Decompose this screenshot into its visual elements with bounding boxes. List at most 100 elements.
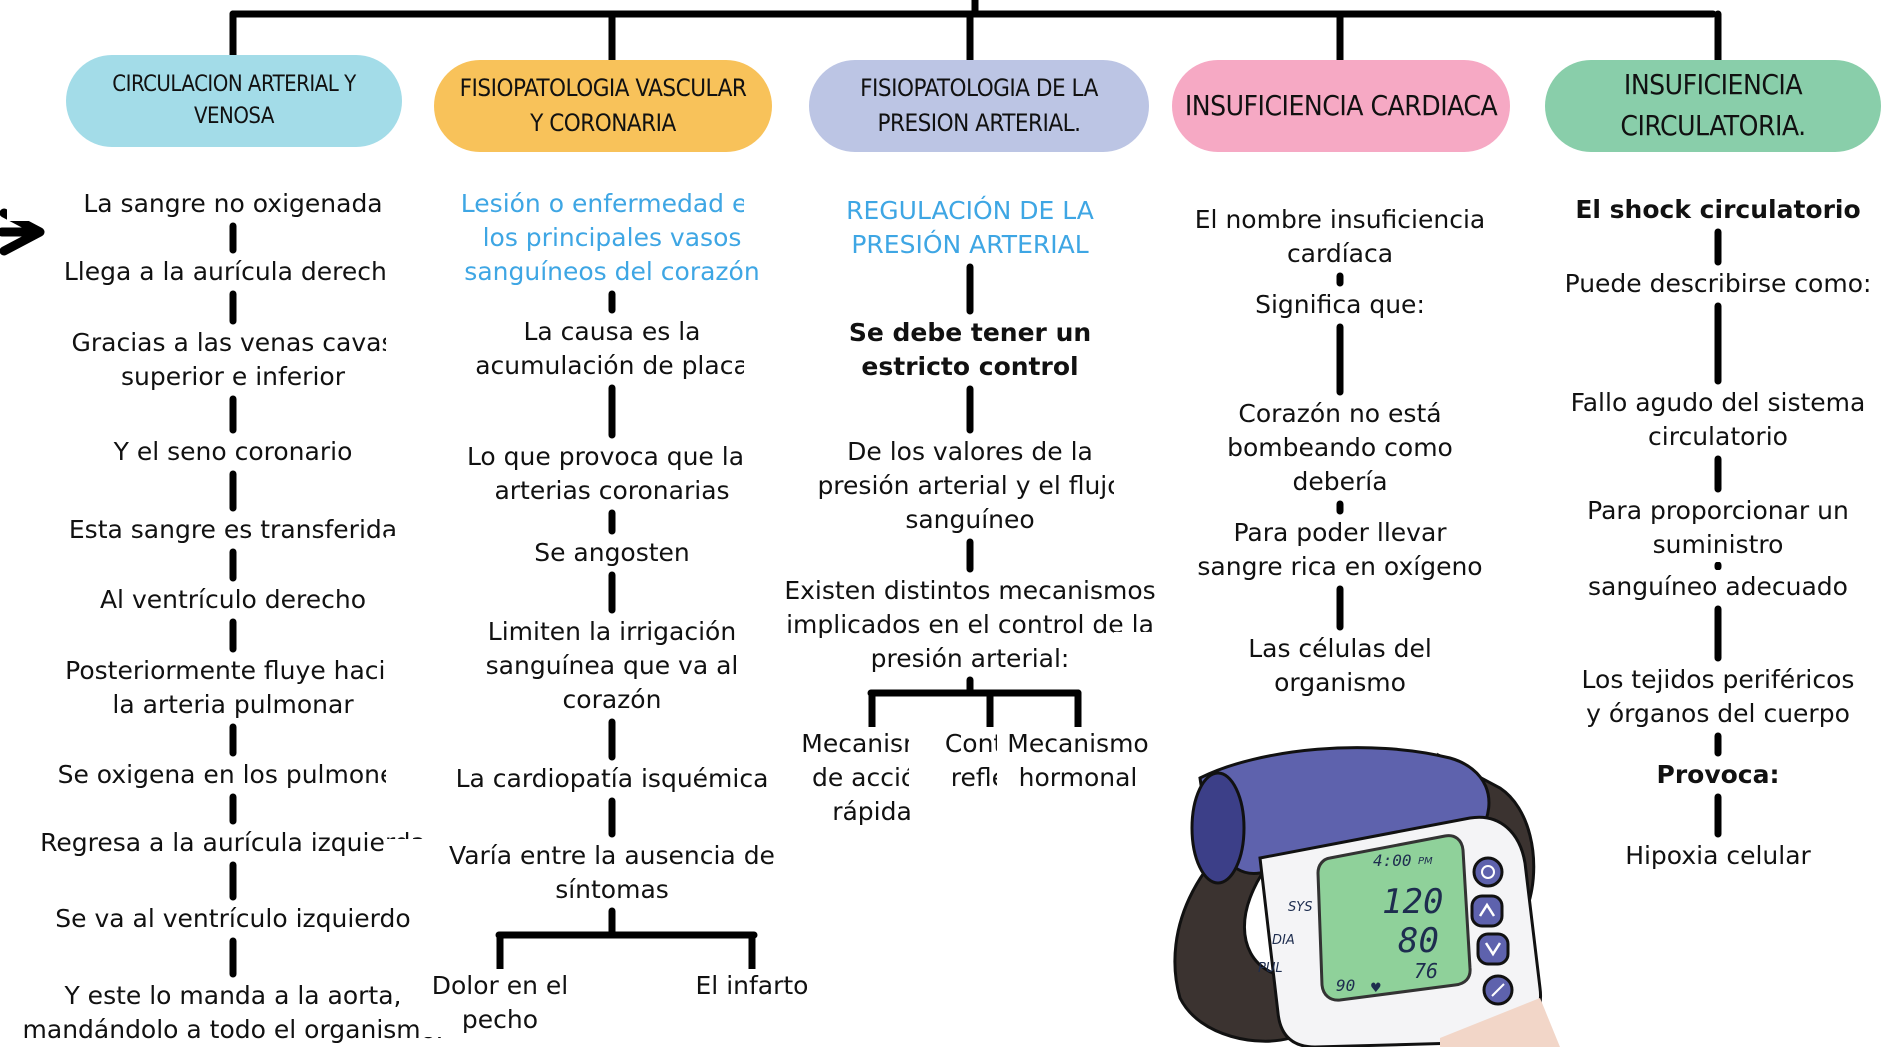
concept-node-line: El shock circulatorio	[1575, 195, 1861, 224]
concept-node-line: Al ventrículo derecho	[99, 585, 367, 614]
ampm-readout: PM	[1418, 856, 1433, 867]
branch-node-line: Dolor en el	[431, 971, 569, 1000]
dia-value: 80	[1398, 921, 1439, 961]
concept-node-line: La cardiopatía isquémica	[455, 764, 769, 793]
concept-node-line: estricto control	[861, 352, 1079, 381]
concept-node-line: Lesión o enfermedad en	[460, 189, 764, 218]
power-icon	[1472, 856, 1504, 888]
blood-pressure-monitor: 4:00 PM SYS DIA PUL 120 80 76 90 ♥	[1173, 746, 1560, 1047]
concept-node-line: Esta sangre es transferida	[68, 515, 398, 544]
pul-label: PUL	[1258, 961, 1283, 976]
branch-node-line: rápida	[832, 797, 912, 826]
concept-node-line: Se debe tener un	[848, 318, 1092, 347]
concept-node: Puede describirse como:	[1492, 267, 1884, 301]
concept-node-line: presión arterial:	[870, 644, 1070, 673]
column-header-line: INSUFICIENCIA	[1623, 68, 1803, 102]
concept-node-line: los principales vasos	[482, 223, 742, 252]
concept-node: Se debe tener un estricto control	[744, 316, 1196, 384]
branch-node-line: hormonal	[1018, 763, 1138, 792]
concept-node-line: Llega a la aurícula derecha	[63, 257, 403, 286]
concept-node-line: Los tejidos periféricos	[1581, 665, 1855, 694]
concept-node: Regresa a la aurícula izquierda	[7, 826, 459, 860]
column-header-line: PRESION ARTERIAL.	[877, 109, 1081, 137]
concept-node: Esta sangre es transferida	[7, 513, 459, 547]
concept-node: La sangre no oxigenada	[7, 187, 459, 221]
concept-node-line: bombeando como	[1227, 433, 1453, 462]
up-arrow-icon	[1470, 894, 1504, 928]
concept-node: Posteriormente fluye hacia la arteria pul…	[7, 654, 459, 722]
concept-node-line: Para proporcionar un	[1587, 496, 1849, 525]
concept-node: Provoca:	[1492, 758, 1884, 792]
concept-node-line: El nombre insuficiencia	[1194, 205, 1486, 234]
concept-node-line: De los valores de la	[847, 437, 1093, 466]
concept-node: Se oxigena en los pulmones	[7, 758, 459, 792]
concept-node-line: Se va al ventrículo izquierdo	[55, 904, 411, 933]
concept-node-line: La sangre no oxigenada	[83, 189, 383, 218]
concept-node-line: mandándolo a todo el organismo.	[22, 1015, 444, 1044]
concept-node-line: sangre rica en oxígeno	[1197, 552, 1483, 581]
column-header-line: CIRCULACION ARTERIAL Y	[112, 72, 356, 98]
concept-node: Llega a la aurícula derecha	[7, 255, 459, 289]
column-header-line: CIRCULATORIA.	[1620, 109, 1806, 142]
concept-node: Se angosten	[386, 536, 838, 570]
concept-node: Fallo agudo del sistema circulatorio	[1492, 386, 1884, 454]
concept-node: La cardiopatía isquémica	[386, 762, 838, 796]
concept-node: sanguíneo adecuado	[1492, 570, 1884, 604]
column-header-line: INSUFICIENCIA CARDIACA	[1184, 88, 1498, 122]
concept-node-line: Limiten la irrigación	[487, 617, 737, 646]
sys-value: 120	[1382, 882, 1443, 922]
concept-node-line: implicados en el control de la	[786, 610, 1154, 639]
concept-node-line: presión arterial y el flujo	[817, 471, 1123, 500]
concept-node: Y el seno coronario	[7, 435, 459, 469]
concept-node-line: Fallo agudo del sistema	[1570, 388, 1866, 417]
screen	[1316, 834, 1472, 1002]
concept-node-line: Y este lo manda a la aorta,	[64, 981, 402, 1010]
branch-node: El infarto	[671, 969, 833, 1003]
concept-node-line: Puede describirse como:	[1564, 269, 1872, 298]
concept-node-line: superior e inferior	[121, 362, 345, 391]
concept-node-line: corazón	[562, 685, 662, 714]
column-header-line: Y CORONARIA	[530, 109, 676, 137]
concept-node: El nombre insuficiencia cardíaca	[1114, 203, 1566, 271]
concept-node-line: arterias coronarias	[494, 476, 730, 505]
concept-node-line: Se oxigena en los pulmones	[57, 760, 409, 789]
concept-node-line: acumulación de placa	[475, 351, 749, 380]
concept-node: Hipoxia celular	[1492, 839, 1884, 873]
concept-node-line: La causa es la	[523, 317, 701, 346]
concept-node-line: sanguínea que va al	[485, 651, 739, 680]
concept-node-line: Regresa a la aurícula izquierda	[40, 828, 426, 857]
memory-readout: 90	[1336, 976, 1355, 995]
concept-node-line: Corazón no está	[1238, 399, 1442, 428]
concept-node: Al ventrículo derecho	[7, 583, 459, 617]
concept-node-line: cardíaca	[1286, 239, 1394, 268]
concept-node-line: Significa que:	[1255, 290, 1425, 319]
concept-node-line: Gracias a las venas cavas	[71, 328, 395, 357]
concept-node-line: circulatorio	[1648, 422, 1788, 451]
concept-node-line: la arteria pulmonar	[112, 690, 354, 719]
column-header-5: INSUFICIENCIA CIRCULATORIA.	[1545, 60, 1881, 152]
branch-node-line: pecho	[461, 1005, 539, 1034]
concept-node: Significa que:	[1114, 288, 1566, 322]
concept-node-line: Para poder llevar	[1233, 518, 1447, 547]
heart-icon: ♥	[1370, 981, 1382, 996]
concept-node-line: Las células del	[1248, 634, 1432, 663]
concept-node-line: Se angosten	[534, 538, 690, 567]
concept-node-line: organismo	[1274, 668, 1406, 697]
concept-node-line: sanguíneo adecuado	[1588, 572, 1848, 601]
sys-label: SYS	[1288, 900, 1312, 915]
time-readout: 4:00	[1373, 851, 1412, 870]
branch-node-line: El infarto	[695, 971, 809, 1000]
concept-node-line: PRESIÓN ARTERIAL	[851, 230, 1089, 259]
concept-node: Gracias a las venas cavas superior e infe…	[7, 326, 459, 394]
concept-node-line: Y el seno coronario	[113, 437, 353, 466]
concept-node-line: Lo que provoca que las	[466, 442, 758, 471]
pul-value: 76	[1414, 959, 1438, 983]
concept-node-line: Posteriormente fluye hacia	[65, 656, 401, 685]
column-header-4: INSUFICIENCIA CARDIACA	[1172, 60, 1510, 152]
